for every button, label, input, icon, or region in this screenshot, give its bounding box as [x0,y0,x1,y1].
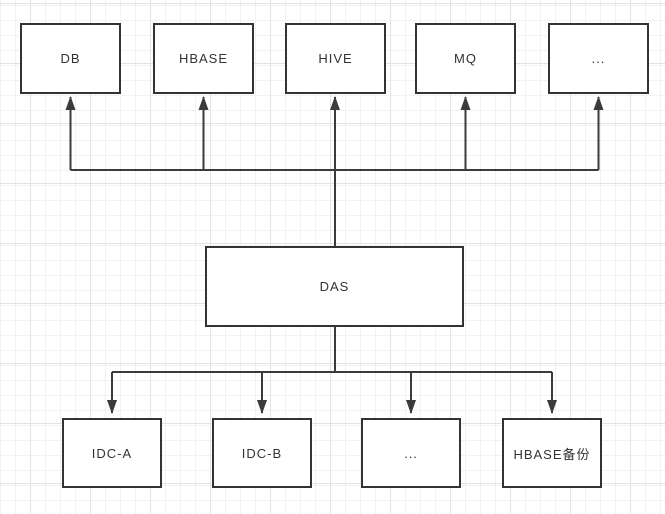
node-ellipsis-bottom: ... [361,418,461,488]
node-hive: HIVE [285,23,386,94]
node-mq: MQ [415,23,516,94]
node-hbase-backup: HBASE备份 [502,418,602,488]
node-hbase-label: HBASE [178,51,229,66]
node-db-label: DB [60,51,81,66]
node-ellipsis-top: ... [548,23,649,94]
node-das-label: DAS [319,279,350,294]
node-mq-label: MQ [454,51,477,66]
node-ellipsis-bottom-label: ... [404,445,418,461]
node-idc-a-label: IDC-A [91,445,133,461]
node-idc-a: IDC-A [62,418,162,488]
node-hive-label: HIVE [318,51,353,66]
node-db: DB [20,23,121,94]
node-idc-b: IDC-B [212,418,312,488]
node-das: DAS [205,246,464,327]
node-hbase-backup-label: HBASE备份 [513,446,591,462]
node-ellipsis-top-label: ... [591,51,606,66]
node-idc-b-label: IDC-B [241,445,283,461]
node-hbase: HBASE [153,23,254,94]
